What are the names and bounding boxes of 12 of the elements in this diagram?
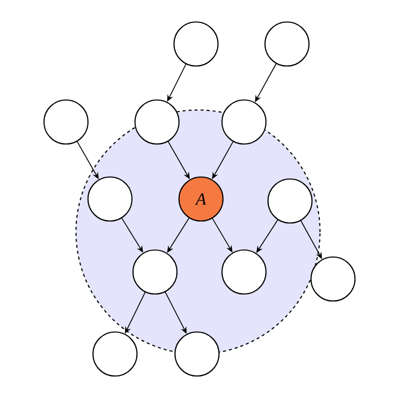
variable-circle bbox=[134, 99, 180, 145]
variable-circle bbox=[267, 178, 313, 224]
variable-circle bbox=[87, 176, 133, 222]
variable-circle bbox=[221, 249, 267, 295]
variable-circle bbox=[92, 331, 138, 377]
variable-circle bbox=[132, 249, 178, 295]
variable-circle bbox=[173, 21, 219, 67]
variable-circle bbox=[221, 99, 267, 145]
variable-circle bbox=[310, 256, 356, 302]
variable-circle bbox=[174, 331, 220, 377]
variable-circle bbox=[43, 99, 89, 145]
variable-circle bbox=[264, 21, 310, 67]
